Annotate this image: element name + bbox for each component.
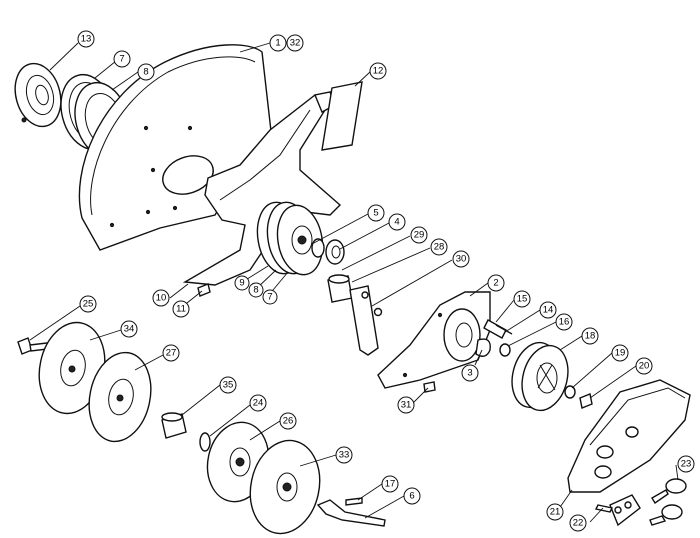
callout-32: 32 <box>286 34 304 52</box>
svg-text:35: 35 <box>223 380 234 391</box>
svg-text:33: 33 <box>339 450 350 461</box>
part-27-flange-washer <box>88 351 152 443</box>
svg-text:28: 28 <box>434 242 445 253</box>
callout-27: 27 <box>162 344 180 362</box>
callout-11: 11 <box>172 300 190 318</box>
part-14-screw <box>495 324 513 335</box>
svg-text:18: 18 <box>585 331 596 342</box>
svg-text:16: 16 <box>559 317 570 328</box>
svg-text:32: 32 <box>290 38 301 49</box>
svg-text:5: 5 <box>373 208 378 219</box>
callout-3: 3 <box>461 364 479 382</box>
svg-text:22: 22 <box>573 518 584 529</box>
callout-34: 34 <box>120 320 138 338</box>
part-33-disc <box>249 439 321 535</box>
callout-33: 33 <box>335 446 353 464</box>
callout-9: 9 <box>234 275 250 291</box>
callout-20: 20 <box>635 357 653 375</box>
svg-text:19: 19 <box>615 348 626 359</box>
svg-text:17: 17 <box>385 479 396 490</box>
part-16-washer <box>499 343 511 357</box>
callout-19: 19 <box>611 344 629 362</box>
callout-6: 6 <box>403 487 421 505</box>
part-19-washer <box>564 385 576 399</box>
svg-text:30: 30 <box>456 254 467 265</box>
part-22-clamp-plate <box>594 494 641 527</box>
callout-17: 17 <box>381 475 399 493</box>
callout-26: 26 <box>279 412 297 430</box>
part-5-washer <box>311 238 325 258</box>
svg-text:20: 20 <box>639 361 650 372</box>
svg-text:13: 13 <box>81 34 92 45</box>
part-30-tension-bar <box>349 285 383 356</box>
svg-text:10: 10 <box>156 293 167 304</box>
svg-text:8: 8 <box>143 67 148 78</box>
svg-text:21: 21 <box>550 507 561 518</box>
svg-text:14: 14 <box>543 305 554 316</box>
callout-15: 15 <box>513 290 531 308</box>
callout-8-top: 8 <box>137 63 155 81</box>
svg-text:24: 24 <box>253 398 264 409</box>
svg-text:11: 11 <box>176 304 186 315</box>
part-2-bracket-plate <box>377 291 491 389</box>
callout-21: 21 <box>546 503 564 521</box>
callout-1: 1 <box>269 34 287 52</box>
svg-text:9: 9 <box>239 278 244 289</box>
callout-28: 28 <box>430 238 448 256</box>
callout-4: 4 <box>388 213 406 231</box>
callout-18: 18 <box>581 327 599 345</box>
svg-text:7: 7 <box>267 292 272 303</box>
callout-14: 14 <box>539 301 557 319</box>
callout-24: 24 <box>249 394 267 412</box>
svg-text:8: 8 <box>253 285 258 296</box>
part-28-bushing <box>327 274 353 303</box>
svg-text:7: 7 <box>119 54 124 65</box>
callout-35: 35 <box>219 376 237 394</box>
svg-text:34: 34 <box>124 324 135 335</box>
part-21-belt-cover <box>567 379 691 493</box>
svg-text:25: 25 <box>83 299 94 310</box>
callout-7-top: 7 <box>113 50 131 68</box>
callout-7-bottom: 7 <box>262 289 278 305</box>
callout-16: 16 <box>555 313 573 331</box>
svg-text:12: 12 <box>373 66 384 77</box>
callout-13: 13 <box>77 30 95 48</box>
svg-text:3: 3 <box>467 368 472 379</box>
callout-10: 10 <box>152 289 170 307</box>
part-24-ring <box>199 432 211 452</box>
callout-31: 31 <box>397 396 415 414</box>
svg-text:31: 31 <box>401 400 412 411</box>
callout-23: 23 <box>677 455 695 473</box>
callout-25: 25 <box>79 295 97 313</box>
callout-30: 30 <box>452 250 470 268</box>
svg-text:26: 26 <box>283 416 294 427</box>
part-35-bushing <box>161 412 187 439</box>
part-12-plate <box>321 81 363 151</box>
part-4-bearing <box>325 239 345 265</box>
callout-8-bottom: 8 <box>248 282 264 298</box>
part-23-knob <box>649 478 687 526</box>
svg-text:6: 6 <box>409 491 414 502</box>
part-20-nut <box>579 393 593 409</box>
svg-text:23: 23 <box>681 459 692 470</box>
callout-2: 2 <box>487 274 505 292</box>
svg-text:1: 1 <box>275 38 280 49</box>
callout-12: 12 <box>369 62 387 80</box>
svg-text:29: 29 <box>414 230 425 241</box>
part-6-shaft <box>316 499 386 527</box>
svg-text:15: 15 <box>517 294 528 305</box>
callout-5: 5 <box>367 204 385 222</box>
callout-29: 29 <box>410 226 428 244</box>
svg-text:27: 27 <box>166 348 177 359</box>
part-11-screw <box>197 283 211 297</box>
part-18-pulley <box>511 341 569 412</box>
svg-text:2: 2 <box>493 278 498 289</box>
callout-22: 22 <box>569 514 587 532</box>
svg-text:4: 4 <box>394 217 399 228</box>
part-13-cover-plate <box>14 62 62 128</box>
part-3-cam <box>475 338 491 357</box>
